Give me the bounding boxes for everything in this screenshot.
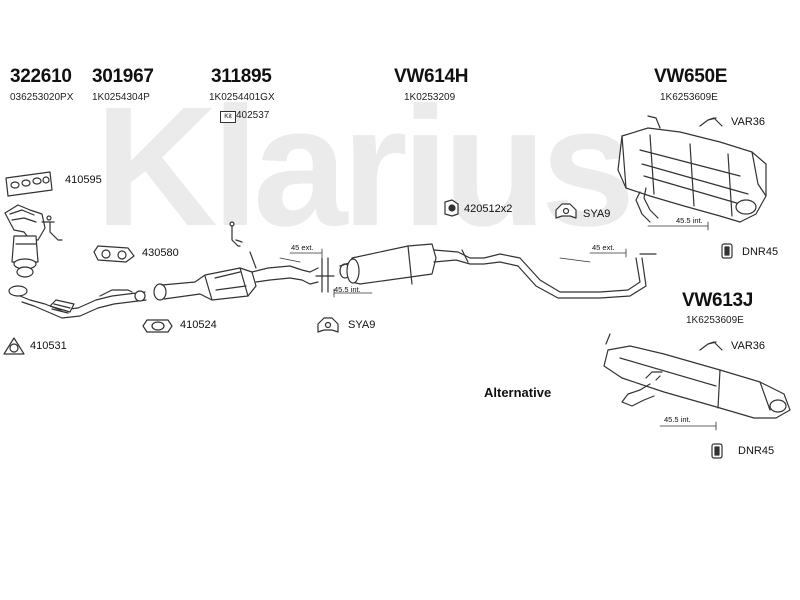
- fitting-sya9-top-drawing: [555, 203, 577, 219]
- part-label-410595: 410595: [65, 174, 102, 186]
- oe-number-311895: 1K0254401GX: [209, 92, 275, 103]
- klarius-watermark-logo: Klarius: [95, 95, 635, 245]
- part-label-dnr45-top: DNR45: [742, 246, 779, 258]
- part-label-430580: 430580: [142, 247, 179, 259]
- part-number-vw614h: VW614H: [394, 66, 469, 87]
- dimension-45-ext-right: 45 ext.: [592, 243, 615, 252]
- part-number-vw650e: VW650E: [654, 66, 728, 87]
- rear-silencer-bottom-drawing: [603, 333, 791, 419]
- dimension-45-ext-mid: 45 ext.: [291, 243, 314, 252]
- dimension-455-int-mid: 45.5 int.: [334, 285, 361, 294]
- kit-number: 402537: [236, 110, 270, 121]
- rear-silencer-top-drawing: [617, 115, 767, 223]
- part-label-dnr45-bottom: DNR45: [738, 445, 775, 457]
- mount-dnr45-bottom-drawing: [711, 443, 723, 459]
- oe-number-301967: 1K0254304P: [92, 92, 150, 103]
- fitting-sya9-bottom-drawing: [317, 317, 339, 333]
- hanger-var36-top-drawing: [699, 117, 723, 127]
- center-silencer-pipe-drawing: [339, 243, 657, 299]
- part-label-var36-bottom: VAR36: [731, 340, 766, 352]
- oe-number-322610: 036253020PX: [10, 92, 74, 103]
- gasket-410595-drawing: [5, 171, 53, 197]
- front-pipe-drawing: [8, 285, 147, 319]
- dimension-455-int-bottom: 45.5 int.: [664, 415, 691, 424]
- gasket-410531-drawing: [3, 337, 25, 355]
- part-label-420512: 420512x2: [464, 203, 513, 215]
- part-number-322610: 322610: [10, 66, 72, 87]
- hanger-var36-bottom-drawing: [699, 341, 723, 351]
- part-label-sya9-top: SYA9: [583, 208, 611, 220]
- gasket-430580-drawing: [93, 245, 135, 263]
- oe-number-vw613j: 1K6253609E: [686, 315, 744, 326]
- part-label-410531: 410531: [30, 340, 67, 352]
- oe-number-vw650e: 1K6253609E: [660, 92, 718, 103]
- catalyst-pipe-drawing: [153, 221, 335, 301]
- gasket-410524-drawing: [142, 319, 173, 333]
- part-number-301967: 301967: [92, 66, 154, 87]
- part-label-var36-top: VAR36: [731, 116, 766, 128]
- alternative-label: Alternative: [484, 385, 552, 400]
- dimension-455-int-top: 45.5 int.: [676, 216, 703, 225]
- dimension-lines: [279, 221, 717, 431]
- part-number-vw613j: VW613J: [682, 290, 754, 311]
- part-label-410524: 410524: [180, 319, 217, 331]
- manifold-catalyst-drawing: [4, 204, 63, 278]
- part-number-311895: 311895: [211, 66, 272, 87]
- kit-badge: Kit: [220, 111, 236, 123]
- part-label-sya9-bottom: SYA9: [348, 319, 376, 331]
- mount-dnr45-top-drawing: [721, 243, 733, 259]
- fitting-420512-drawing: [444, 199, 459, 217]
- oe-number-vw614h: 1K0253209: [404, 92, 456, 103]
- watermark-text: Klarius: [95, 95, 629, 245]
